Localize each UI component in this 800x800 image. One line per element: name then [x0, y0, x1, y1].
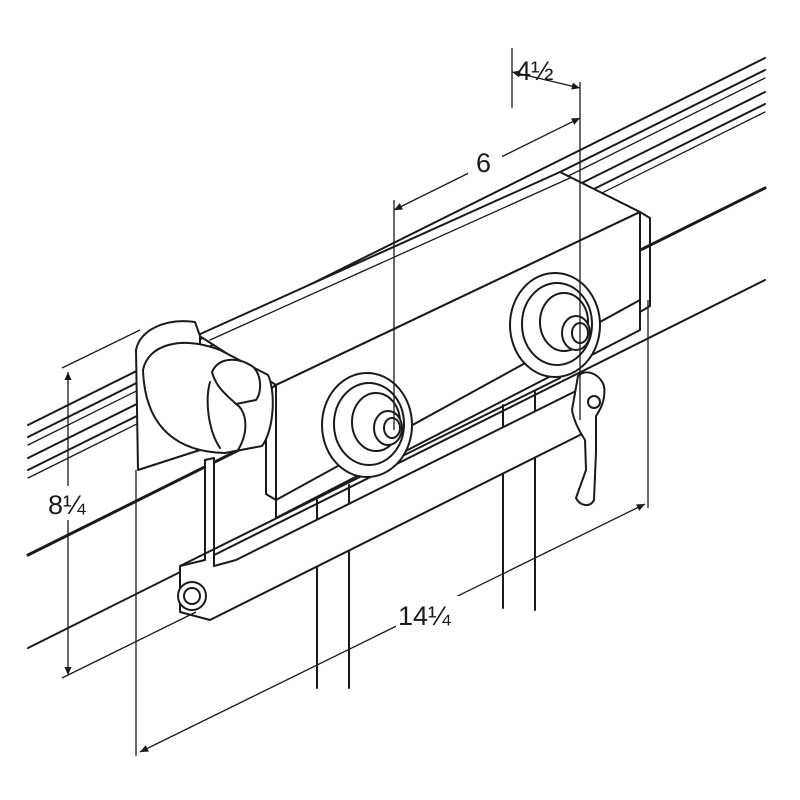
dimension-offset-label: 4½	[516, 56, 554, 86]
dimension-spacing-label: 6	[476, 148, 491, 178]
bracket-hole	[177, 581, 207, 611]
roller-right	[509, 272, 601, 378]
dimension-overall-width: 14¼	[135, 300, 649, 756]
dimension-height-label: 8¼	[48, 490, 86, 520]
dimension-spacing: 6	[393, 117, 581, 430]
dimension-height: 8¼	[44, 329, 197, 679]
roller-left	[321, 372, 413, 478]
anti-jump-hook	[571, 371, 606, 506]
left-roller-cap	[135, 320, 274, 471]
dimension-offset: 4½	[511, 48, 581, 420]
dimension-overall-width-label: 14¼	[398, 601, 451, 631]
